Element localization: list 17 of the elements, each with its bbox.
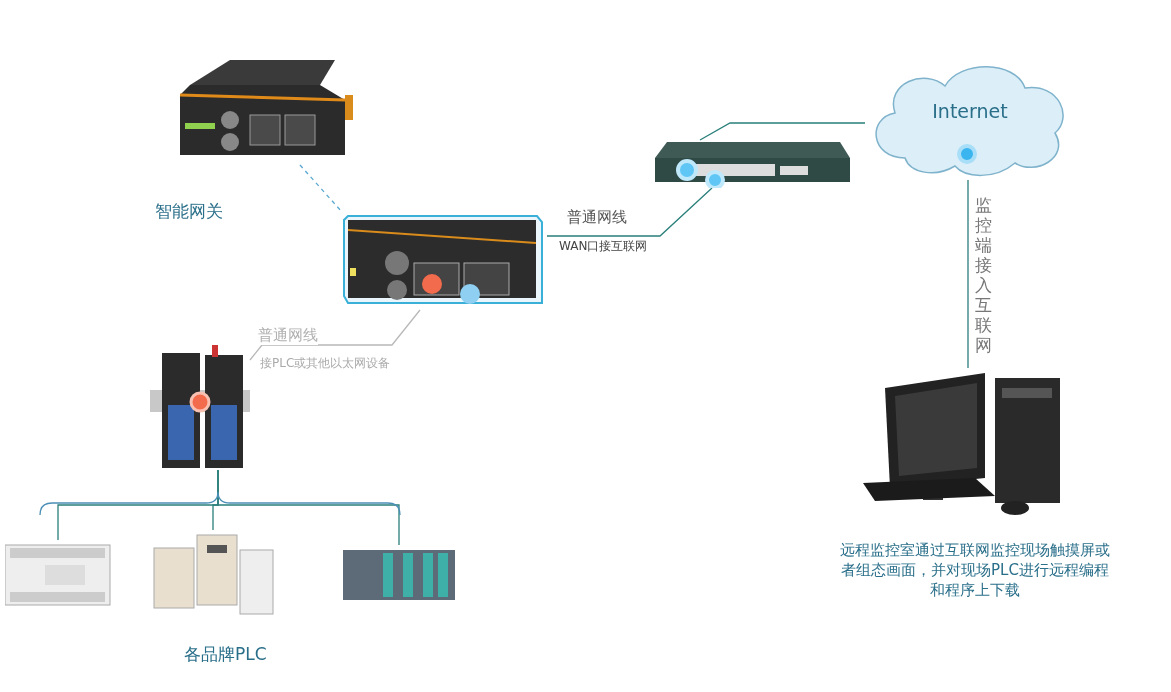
connector-line <box>699 122 866 141</box>
edge-note: WAN口接互联网 <box>559 238 648 255</box>
industrial-switch-drawing <box>150 345 250 470</box>
edge-label: 普通网线 <box>567 208 627 227</box>
dashed-connector <box>299 164 343 213</box>
caption-text: 远程监控室通过互联网监控现场触摸屏或者组态画面，并对现场PLC进行远程编程和程序上下载 <box>839 540 1111 600</box>
connector-line <box>217 469 400 546</box>
edge-label: 普通网线 <box>258 326 318 345</box>
edge-note: 接PLC或其他以太网设备 <box>260 355 391 372</box>
connector-line <box>967 179 969 369</box>
device-label: 智能网关 <box>155 200 223 223</box>
connector-line <box>249 309 421 361</box>
network-switch-drawing <box>655 140 852 188</box>
edge-label: 监控端接入互联网 <box>975 195 993 355</box>
cloud-label: Internet <box>931 100 1009 122</box>
group-label: 各品牌PLC <box>184 643 267 666</box>
connector-line <box>546 187 713 237</box>
